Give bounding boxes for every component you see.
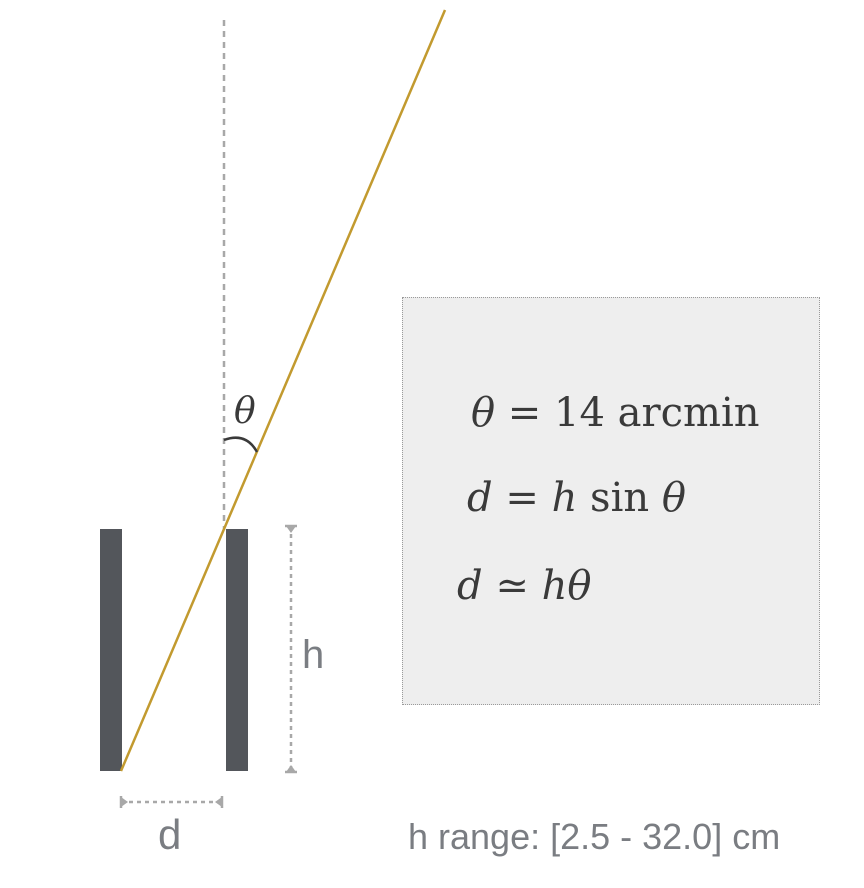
equation-exact-lhs: d <box>467 475 493 521</box>
height-dimension-top-arrow <box>286 526 296 533</box>
equation-exact-operator: = <box>492 475 552 521</box>
equation-approx-rhs: hθ <box>541 563 592 609</box>
height-label: h <box>302 633 324 677</box>
spacing-label: d <box>158 811 181 858</box>
light-ray <box>119 9 447 772</box>
equation-approx-lhs: d <box>457 563 483 609</box>
equation-panel: θ = 14 arcmin d = h sin θ d ≃ hθ <box>402 297 820 705</box>
equation-exact-relation: d = h sin θ <box>467 478 686 518</box>
equation-exact-sine: sin <box>577 475 662 521</box>
angle-arc <box>223 436 259 453</box>
equation-approx-operator: ≃ <box>482 563 542 609</box>
height-dimension-bottom-arrow <box>286 765 296 772</box>
equation-exact-height: h <box>551 475 578 521</box>
spacing-dimension-right-arrow <box>215 797 222 807</box>
equation-small-angle-approx: d ≃ hθ <box>457 566 591 606</box>
left-plate <box>100 529 122 771</box>
theta-label: θ <box>234 391 256 432</box>
height-range-note: h range: [2.5 - 32.0] cm <box>408 816 781 857</box>
equation-exact-angle: θ <box>661 475 686 521</box>
equation-theta-lhs: θ <box>471 390 496 436</box>
equation-theta-operator: = <box>495 390 555 436</box>
spacing-dimension-left-arrow <box>121 797 128 807</box>
equation-theta-value: θ = 14 arcmin <box>471 393 760 433</box>
equation-theta-rhs: 14 arcmin <box>554 390 760 436</box>
right-plate <box>226 529 248 771</box>
